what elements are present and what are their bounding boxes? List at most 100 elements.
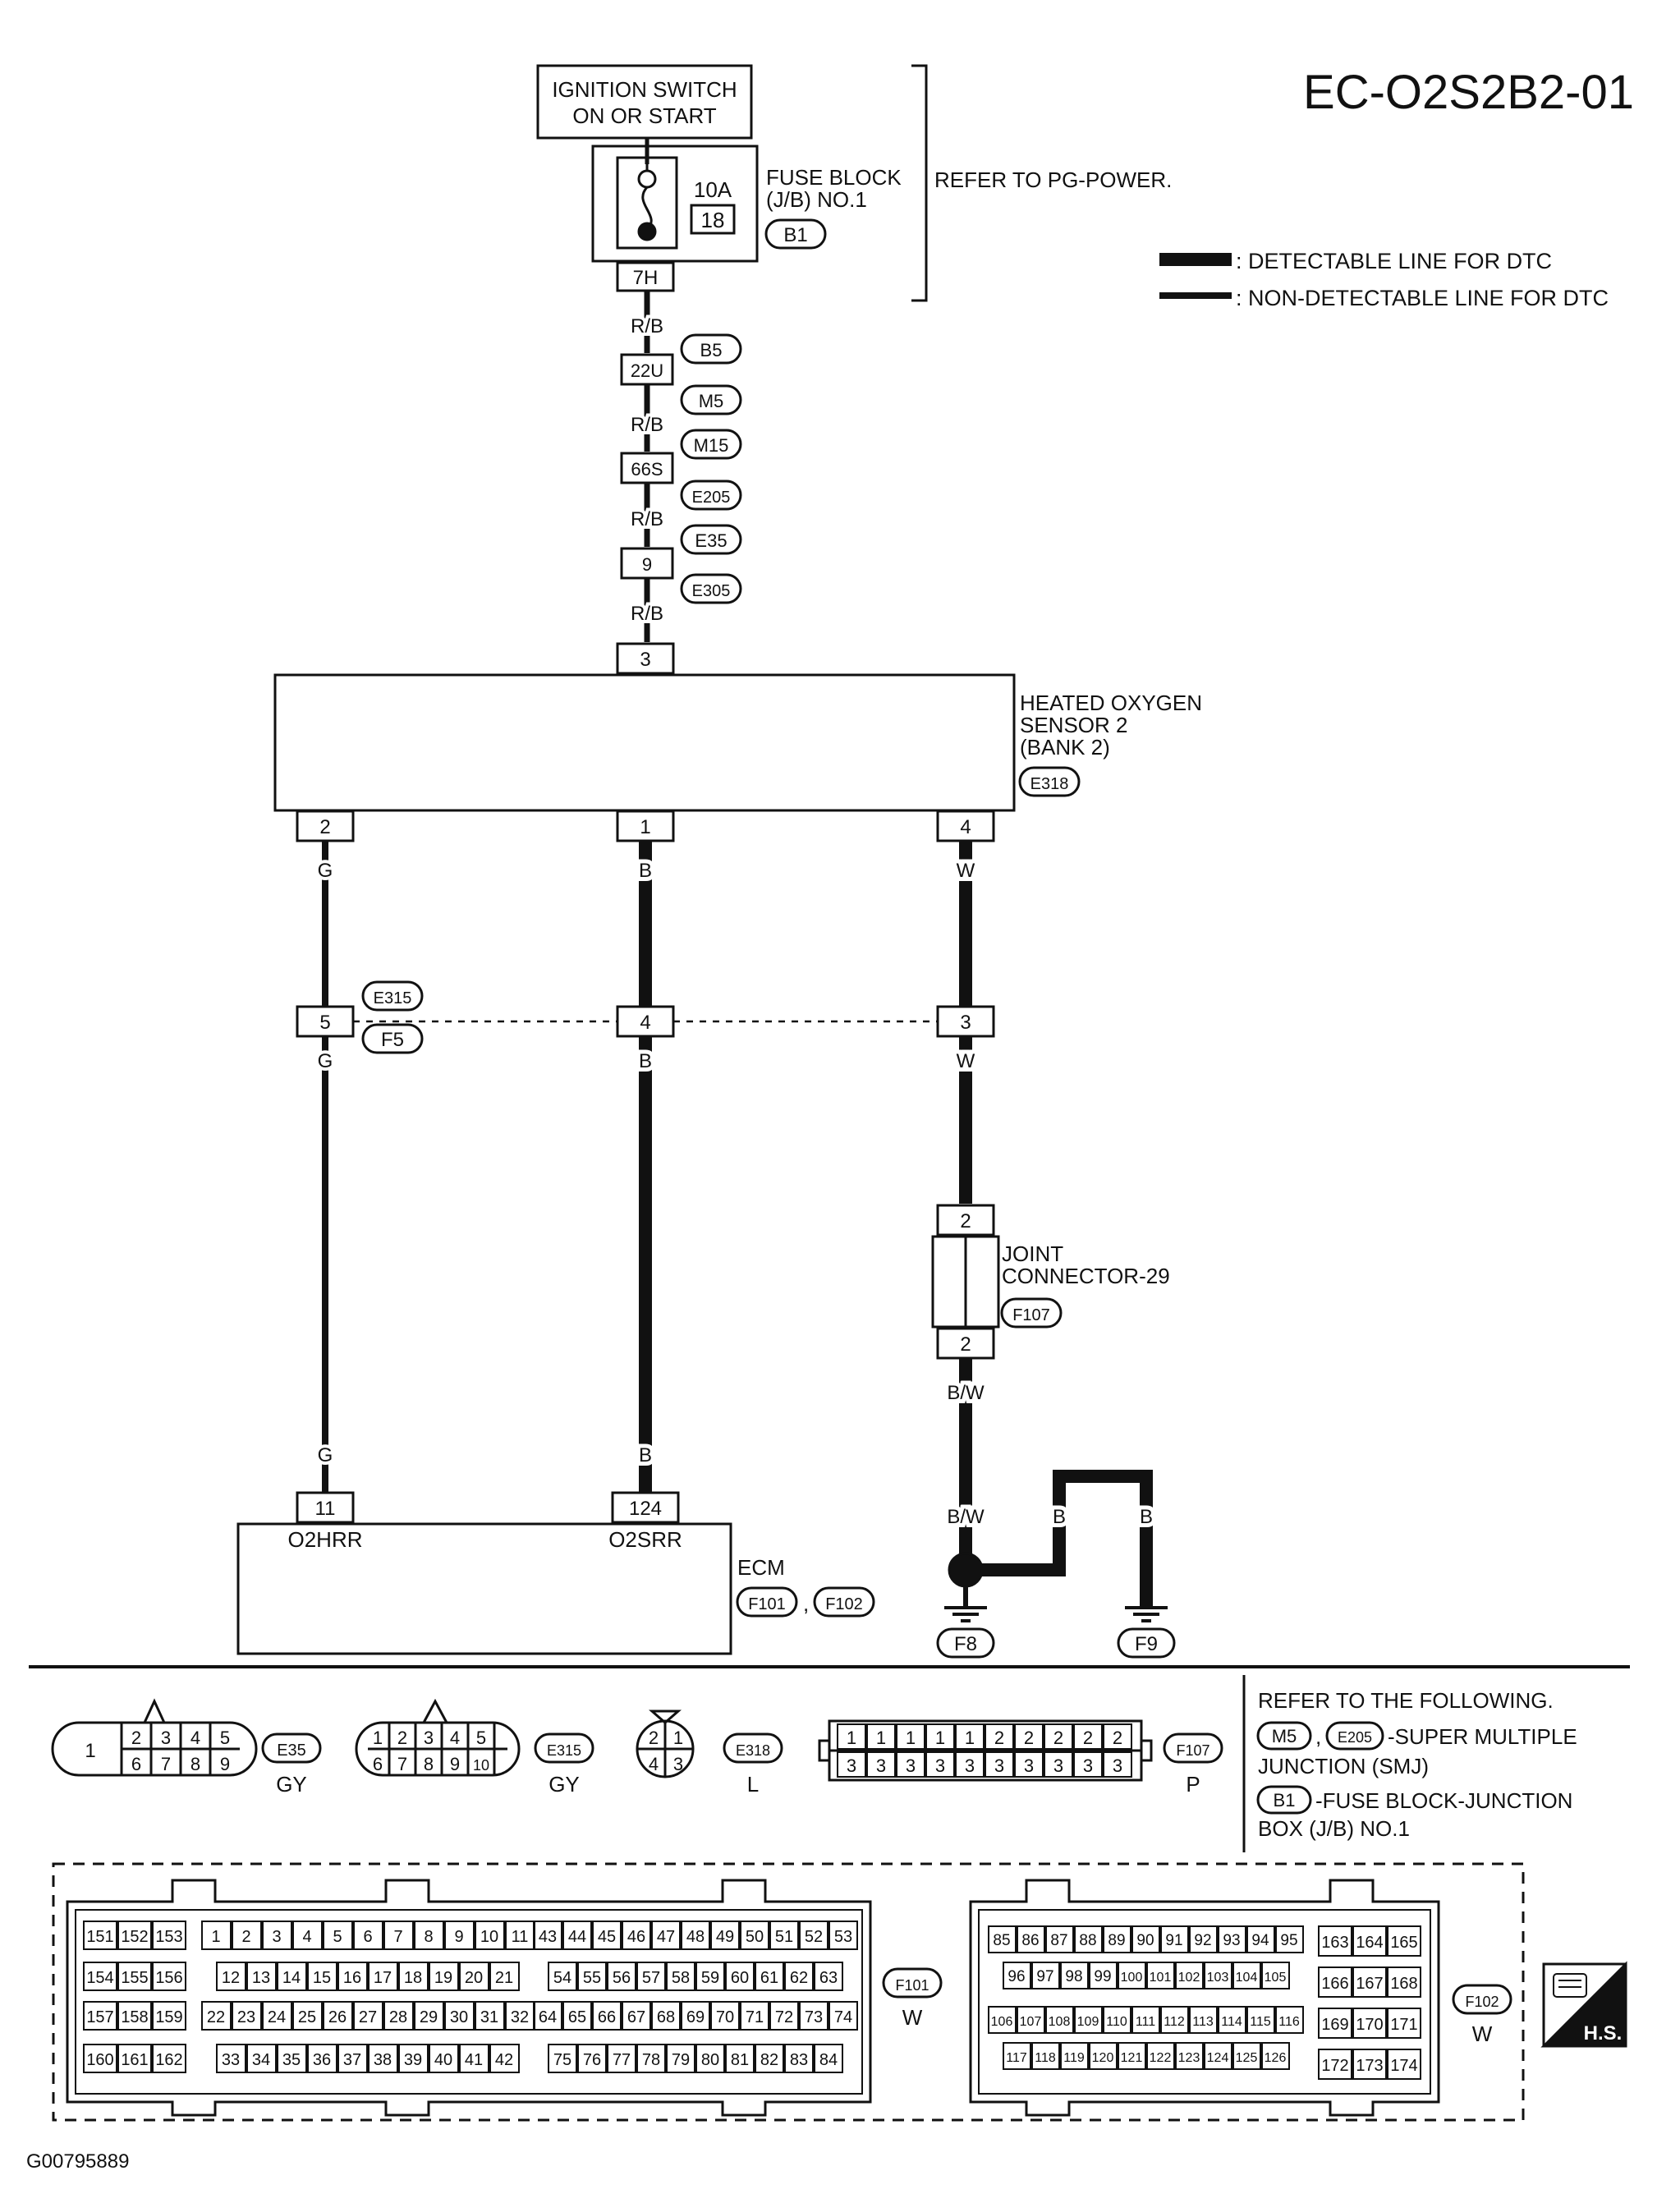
f107-pin: 1 [935,1728,945,1748]
f101-pin: 14 [282,1969,301,1987]
pin-cell [651,2001,681,2031]
wire-rb-4: R/B [631,603,663,625]
e315-pin: 3 [424,1728,434,1748]
ecm-pin-11: 11 [315,1498,336,1520]
conn-e35: E35 [695,530,727,551]
e35-pin: 3 [161,1728,171,1748]
f101-pin: 72 [775,2008,793,2026]
f107-pin: 3 [906,1755,916,1776]
pin-cell [1089,2042,1118,2070]
conn-f107: F107 [1012,1306,1050,1324]
sensor-pin-4: 4 [960,816,971,838]
face-label-f101: F101 [895,1977,929,1994]
f101-pin: 17 [374,1969,392,1987]
pin-cell [925,1751,955,1778]
f102-pin: 107 [1020,2015,1042,2029]
pin-cell [1146,1962,1175,1989]
pin-cell [475,2001,505,2031]
f101-pin: 26 [328,2008,347,2026]
f102-pin: 170 [1356,2016,1383,2034]
pin-cell [117,2044,152,2073]
wire-b-1: B [639,860,652,882]
f101-pin: 36 [313,2051,331,2069]
pin-cell [562,1921,592,1950]
terminal-22u: 22U [631,360,663,381]
f101-pin: 42 [495,2051,513,2069]
e315-pin: 1 [373,1728,383,1748]
f101-pin: 43 [539,1928,557,1946]
pin-cell [666,2044,695,2073]
pin-cell [489,1962,520,1991]
f101-pin: 27 [359,2008,377,2026]
f102-pin: 94 [1251,1932,1269,1949]
pin-cell [695,2044,725,2073]
pin-cell [1387,1966,1421,1998]
pin-cell [1017,1925,1045,1953]
f102-pin: 100 [1121,1971,1143,1985]
pin-cell [277,1962,307,1991]
conn-f5: F5 [381,1029,404,1051]
pin-cell [1103,1723,1132,1750]
ecm-label: ECM [737,1555,785,1580]
pin-cell [201,1921,232,1950]
pin-cell [1060,1962,1089,1989]
pin-cell [232,2001,262,2031]
pin-cell [1118,2042,1146,2070]
pin-cell [1318,2008,1352,2039]
f107-pin: 1 [906,1728,916,1748]
f107-pin: 2 [1113,1728,1122,1748]
conn-e205: E205 [692,489,731,507]
f101-pin: 13 [252,1969,270,1987]
f101-pin: 21 [495,1969,513,1987]
f101-pin: 68 [657,2008,675,2026]
f102-pin: 96 [1008,1968,1025,1985]
f102-pin: 105 [1265,1971,1287,1985]
f101-pin: 162 [155,2051,182,2069]
f102-pin: 171 [1390,2016,1417,2034]
f101-pin: 79 [672,2051,690,2069]
refer-b1: B1 [1274,1790,1296,1810]
f101-pin: 37 [343,2051,361,2069]
f102-pin: 123 [1178,2051,1200,2065]
f101-pin: 64 [539,2008,557,2026]
e35-pin: 5 [220,1728,230,1748]
f101-pin: 50 [746,1928,764,1946]
f102-pin: 119 [1063,2051,1085,2065]
wire-b-ground-2: B [1140,1506,1153,1528]
f102-pin: 90 [1136,1932,1154,1949]
e35-pin: 1 [85,1740,95,1762]
f101-pin: 15 [313,1969,331,1987]
f101-pin: 51 [775,1928,793,1946]
f102-pin: 165 [1390,1934,1417,1952]
pin-cell [622,2001,651,2031]
f102-pin: 121 [1121,2051,1143,2065]
f102-pin: 174 [1390,2057,1417,2075]
pin-cell [755,2044,784,2073]
e35-pin: 9 [220,1754,230,1774]
refer-jb2: BOX (J/B) NO.1 [1258,1816,1410,1841]
pin-cell [459,2044,489,2073]
pin-cell [577,2044,607,2073]
wire-b-3: B [639,1444,652,1466]
f102-pin: 85 [993,1932,1010,1949]
e315-pin: 9 [450,1754,460,1774]
pin-cell [1387,1925,1421,1957]
conn-b1: B1 [783,224,807,246]
pin-cell [988,1925,1017,1953]
conn-e305: E305 [692,582,731,600]
pin-cell [740,1921,769,1950]
f102-pin: 106 [991,2015,1013,2029]
f107-pin: 1 [876,1728,886,1748]
pin-cell [837,1751,866,1778]
pin-cell [1073,1751,1103,1778]
wire-w-2: W [957,1050,975,1072]
pin-cell [429,1962,459,1991]
f107-pin: 2 [1083,1728,1093,1748]
pin-cell [152,1921,186,1950]
e318-color: L [747,1772,759,1797]
f101-pin: 46 [627,1928,645,1946]
pin-cell [1204,2042,1232,2070]
pin-cell [695,1962,725,1991]
pin-cell [201,2001,232,2031]
pin-cell [1045,2006,1074,2034]
